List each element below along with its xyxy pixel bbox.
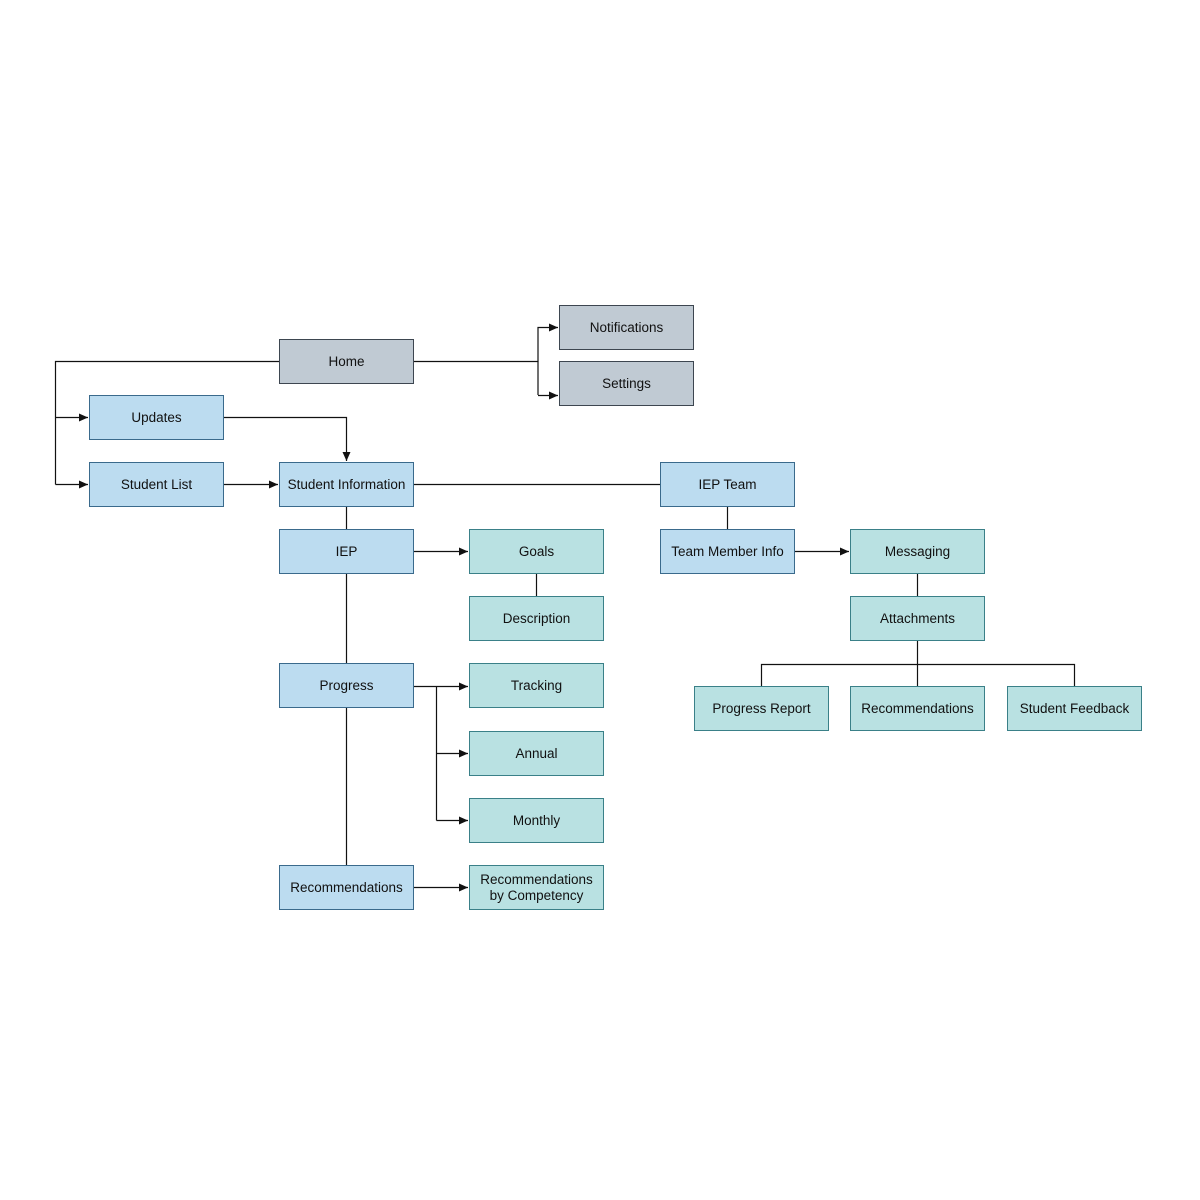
home-node[interactable]: Home [279, 339, 414, 384]
settings-node[interactable]: Settings [559, 361, 694, 406]
recommendations-by-competency-node[interactable]: Recommendations by Competency [469, 865, 604, 910]
edge-home-to-right-branch [414, 360, 539, 395]
progress-report-node[interactable]: Progress Report [694, 686, 829, 731]
messaging-node[interactable]: Messaging [850, 529, 985, 574]
monthly-node[interactable]: Monthly [469, 798, 604, 843]
annual-node[interactable]: Annual [469, 731, 604, 776]
team-member-info-node[interactable]: Team Member Info [660, 529, 795, 574]
student-information-node[interactable]: Student Information [279, 462, 414, 507]
description-node[interactable]: Description [469, 596, 604, 641]
edge-to-notifications [537, 323, 558, 362]
progress-node[interactable]: Progress [279, 663, 414, 708]
edge-updates-to-student-information [224, 416, 351, 461]
tracking-node[interactable]: Tracking [469, 663, 604, 708]
student-list-node[interactable]: Student List [89, 462, 224, 507]
edge-attachments-branch [760, 663, 1076, 686]
recommendations-node[interactable]: Recommendations [279, 865, 414, 910]
notifications-node[interactable]: Notifications [559, 305, 694, 350]
goals-node[interactable]: Goals [469, 529, 604, 574]
attachments-recommendations-node[interactable]: Recommendations [850, 686, 985, 731]
iep-node[interactable]: IEP [279, 529, 414, 574]
updates-node[interactable]: Updates [89, 395, 224, 440]
iep-team-node[interactable]: IEP Team [660, 462, 795, 507]
edge-home-to-left-branch [54, 360, 279, 485]
student-feedback-node[interactable]: Student Feedback [1007, 686, 1142, 731]
attachments-node[interactable]: Attachments [850, 596, 985, 641]
